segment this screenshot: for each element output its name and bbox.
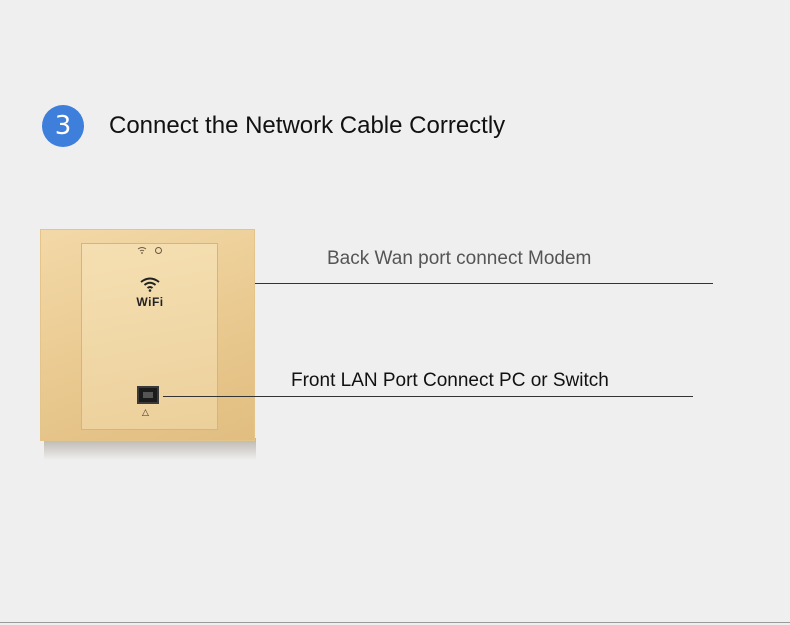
wifi-icon (140, 277, 160, 292)
wifi-led-icon (137, 247, 147, 254)
panel-face: WiFi △ (81, 243, 218, 430)
wifi-wall-panel: WiFi △ (40, 229, 255, 441)
front-callout-line (163, 396, 693, 397)
wifi-logo-text: WiFi (136, 295, 164, 309)
step-number-badge: 3 (42, 105, 84, 147)
network-arrow-icon: △ (142, 407, 149, 417)
bottom-divider (0, 622, 790, 623)
indicator-row (137, 246, 162, 254)
wifi-logo: WiFi (127, 276, 173, 309)
front-lan-callout: Front LAN Port Connect PC or Switch (291, 370, 609, 391)
back-wan-callout: Back Wan port connect Modem (327, 248, 592, 269)
step-title: Connect the Network Cable Correctly (109, 112, 506, 139)
back-callout-line (255, 283, 713, 284)
power-led-icon (155, 246, 162, 254)
ethernet-port-icon (137, 386, 159, 404)
panel-shadow (44, 438, 256, 460)
